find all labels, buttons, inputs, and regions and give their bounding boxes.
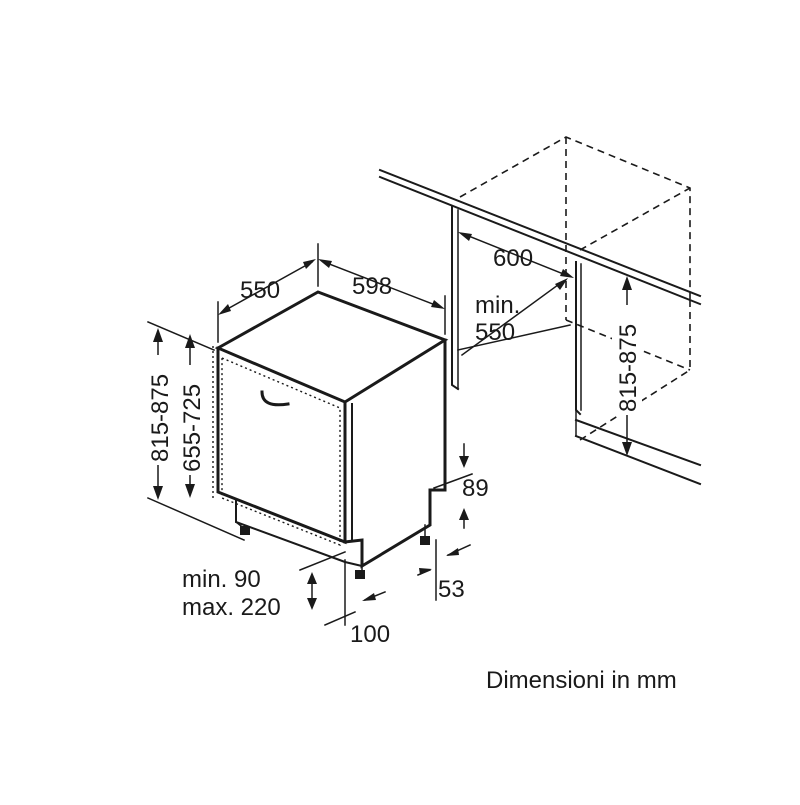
door-handle: [260, 390, 290, 407]
label-niche-width: 600: [493, 245, 533, 272]
dim-width: 598: [318, 259, 446, 335]
foot-right: [420, 536, 430, 545]
arrow-niche-height-bottom: [622, 442, 632, 456]
ext-89: [433, 473, 473, 489]
worktop-bottom-edge: [378, 175, 702, 306]
label-door-height: 655-725: [179, 384, 206, 472]
label-bg-total-height: [144, 355, 174, 465]
dishwasher-top-face: [214, 290, 449, 404]
plinth-bottom: [235, 499, 364, 568]
arrow-plinth-bottom: [307, 598, 317, 610]
label-niche-depth-min: min.: [475, 292, 520, 319]
arrow-600-right: [560, 269, 574, 278]
arrow-89-bottom: [459, 508, 469, 520]
arrow-door-height-bottom: [185, 484, 195, 498]
foot-left: [240, 526, 250, 535]
installation-niche: [378, 136, 702, 486]
worktop-top-edge: [378, 168, 702, 298]
arrow-door-height-top: [185, 334, 195, 348]
arrow-53-top: [446, 548, 459, 556]
arrow-niche-height-top: [622, 276, 632, 290]
arrow-53-bottom: [419, 568, 432, 575]
label-plinth-depth: 89: [462, 475, 489, 502]
arrow-89-top: [459, 456, 469, 468]
label-total-height: 815-875: [147, 374, 174, 462]
dim-line-550: [220, 260, 314, 314]
arrow-100: [362, 593, 376, 601]
dishwasher: [212, 290, 449, 579]
dim-niche-depth: min. 550: [460, 278, 568, 357]
label-depth: 550: [240, 277, 280, 304]
right-cabinet-front: [575, 261, 582, 416]
ext-height-bottom: [147, 497, 245, 541]
label-plinth-setback: 100: [350, 621, 390, 648]
dim-plinth-height: min. 90 max. 220: [182, 551, 356, 626]
arrow-total-height-bottom: [153, 486, 163, 500]
label-plinth-max: max. 220: [182, 594, 281, 621]
arrow-plinth-top: [307, 572, 317, 584]
label-plinth-min: min. 90: [182, 566, 261, 593]
dishwasher-side-face: [343, 338, 447, 569]
dim-door-height: 655-725: [176, 334, 206, 498]
arrow-total-height-top: [153, 328, 163, 342]
arrow-598-right: [431, 300, 445, 309]
arrow-600-left: [458, 232, 472, 241]
dishwasher-front-face: [216, 346, 347, 545]
dim-total-height: 815-875: [144, 321, 245, 541]
dim-depth: 550: [217, 243, 319, 343]
dim-niche-height: 815-875: [612, 276, 642, 456]
label-niche-height: 815-875: [615, 324, 642, 412]
niche-back-right-top: [579, 187, 691, 251]
dim-line-598: [323, 261, 439, 307]
ext-plinth-bottom: [324, 611, 356, 626]
arrow-550-left: [218, 304, 231, 315]
caption-units: Dimensioni in mm: [486, 667, 677, 694]
dim-plinth-depth: 89: [433, 443, 489, 529]
niche-back-top: [459, 136, 691, 300]
dim-line-600: [465, 234, 567, 276]
floor-line-2: [574, 434, 702, 486]
arrow-550-right: [303, 259, 316, 269]
arrow-niche-depth: [555, 278, 568, 290]
left-cabinet-front: [451, 206, 460, 391]
dim-line-550-niche: [460, 280, 564, 357]
foot-front: [355, 570, 365, 579]
label-foot-height: 53: [438, 576, 465, 603]
dim-niche-width: 600: [458, 232, 574, 278]
label-bg-door-height: [176, 365, 206, 475]
label-width: 598: [352, 273, 392, 300]
floor-line-1: [574, 418, 702, 467]
arrow-598-left: [318, 259, 332, 268]
door-dotted-outline: [221, 356, 341, 547]
dim-foot-height: 53: [417, 539, 471, 603]
ext-plinth-top: [299, 551, 346, 571]
ext-height-top: [147, 321, 215, 351]
label-niche-depth-value: 550: [475, 319, 515, 346]
dim-plinth-setback: 100: [344, 559, 390, 648]
label-bg-niche-height: [612, 305, 642, 415]
